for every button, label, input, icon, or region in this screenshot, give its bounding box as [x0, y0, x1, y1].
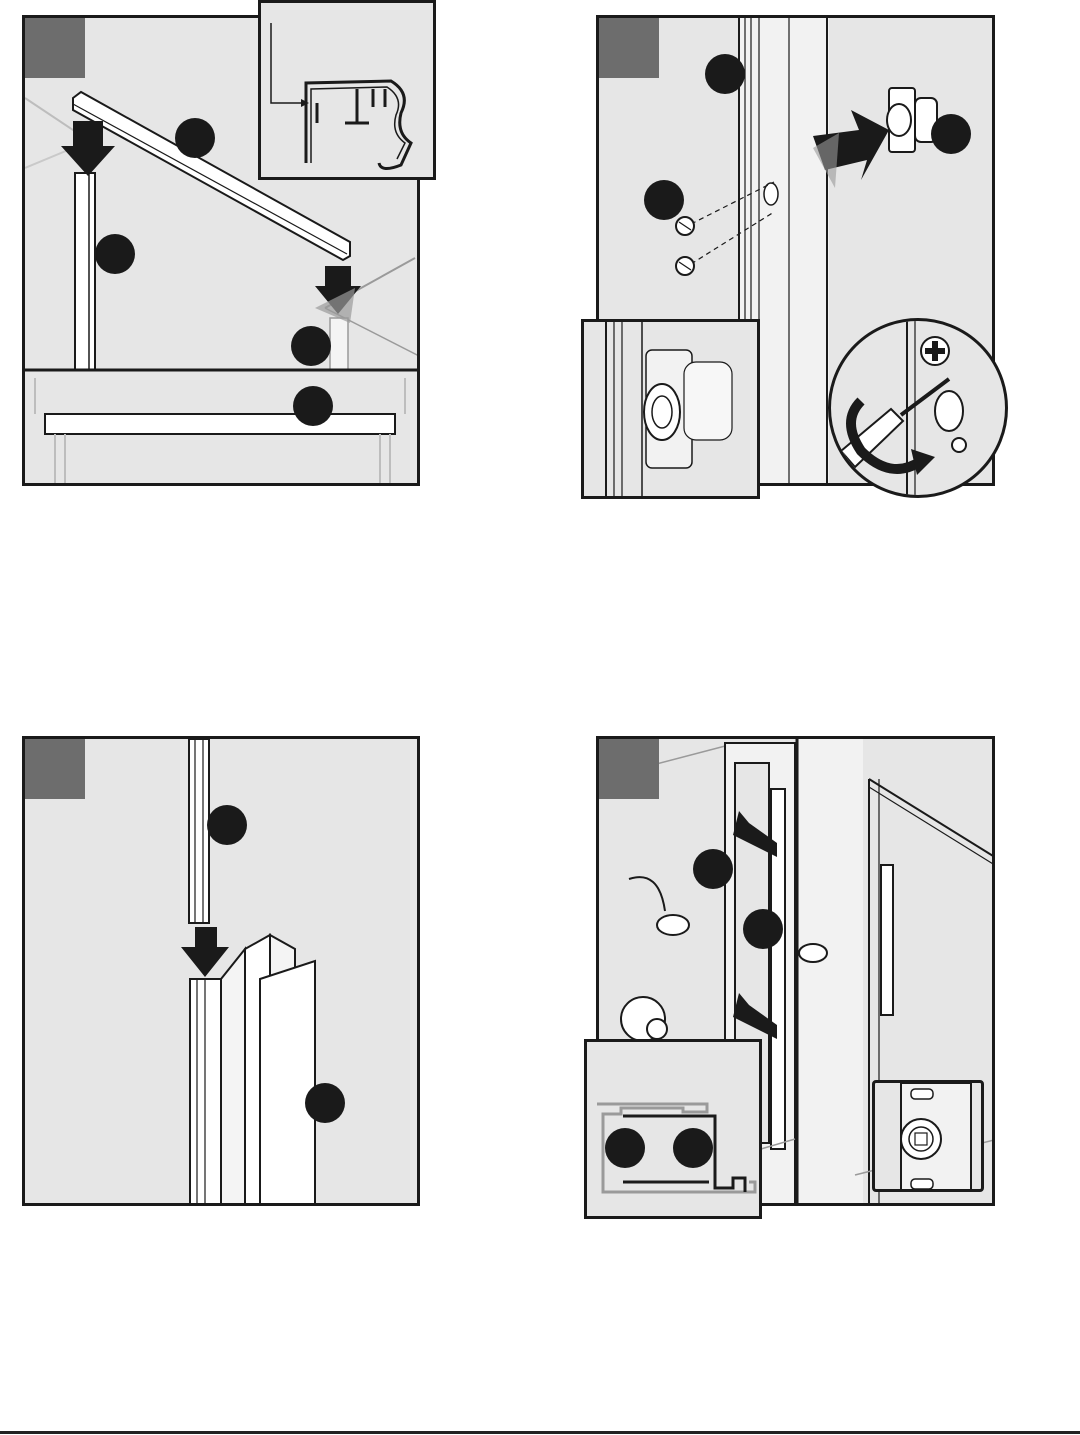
latch-detail-inset	[581, 319, 760, 499]
latch-icon	[887, 88, 937, 152]
seal-strip	[189, 739, 209, 923]
screw-icon	[676, 257, 694, 275]
down-arrow-icon	[181, 927, 229, 977]
step-number-tag	[599, 739, 659, 799]
screwdriver-icon	[831, 321, 1008, 498]
strip-profile-inset	[584, 1039, 762, 1219]
callout-header-rail	[175, 118, 215, 158]
callout-door-panel	[693, 849, 733, 889]
jamb-extrusion	[190, 935, 315, 1206]
callout-seal	[207, 805, 247, 845]
step-number-tag	[25, 739, 85, 799]
callout-jamb	[305, 1083, 345, 1123]
page-footer-rule	[0, 1431, 1080, 1434]
step-number-tag	[25, 18, 85, 78]
jamb-profile-inset	[258, 0, 436, 180]
callout-profile-b	[673, 1128, 713, 1168]
strike-plate-icon	[881, 865, 893, 1015]
strike-closeup-icon	[875, 1083, 984, 1192]
phillips-icon	[921, 337, 949, 365]
callout-latch	[931, 114, 971, 154]
callout-screws	[644, 180, 684, 220]
callout-profile-a	[605, 1128, 645, 1168]
strike-detail-inset	[872, 1080, 984, 1192]
latch-closeup-icon	[584, 322, 760, 499]
step-number-tag	[599, 18, 659, 78]
profile-cross-section-icon	[261, 3, 436, 180]
shower-head-icon	[799, 944, 827, 962]
callout-right-jamb	[291, 326, 331, 366]
callout-strip	[743, 909, 783, 949]
screwdriver-inset	[828, 318, 1008, 498]
step-panel-bottom-left	[22, 736, 420, 1206]
callout-bottom-track	[293, 386, 333, 426]
callout-left-jamb	[95, 234, 135, 274]
callout-door-edge	[705, 54, 745, 94]
screw-icon	[676, 217, 694, 235]
